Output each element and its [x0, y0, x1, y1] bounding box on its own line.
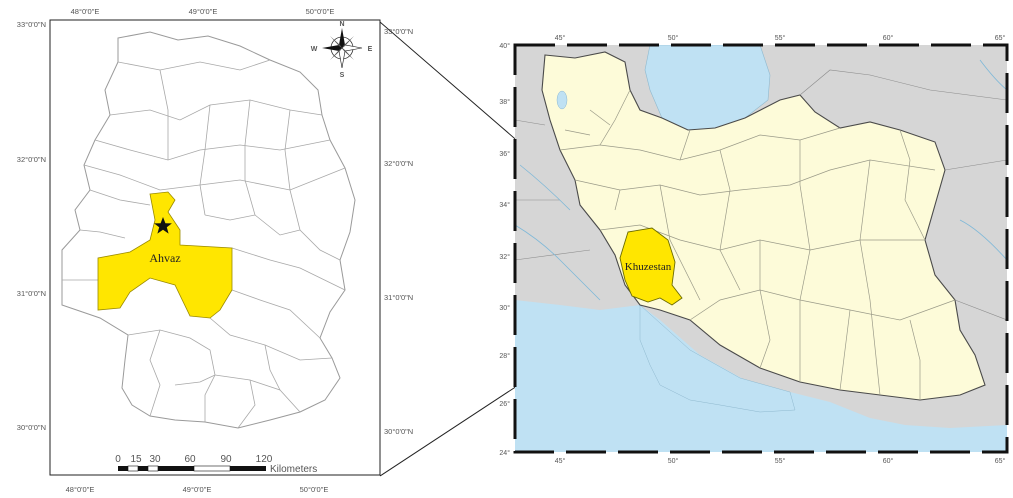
scale-bar: 0 15 30 60 90 120 Kilometers	[115, 454, 317, 475]
iran-left-lat-28: 28°	[499, 352, 510, 360]
khuzestan-region	[619, 227, 683, 306]
iran-left-lat-26: 26°	[499, 400, 510, 408]
scale-tick-90: 90	[220, 454, 232, 465]
compass-east-label: E	[368, 46, 373, 53]
ahvaz-region	[97, 191, 233, 319]
iran-land	[541, 51, 986, 401]
right-lat-label-32: 32°0'0"N	[384, 159, 413, 168]
iran-top-lon-55: 55°	[775, 34, 786, 42]
khuzestan-label: Khuzestan	[625, 261, 672, 273]
compass-rose-icon: N S E W	[311, 21, 373, 79]
gulf-inner-water	[639, 304, 796, 413]
scale-tick-60: 60	[184, 454, 196, 465]
county-boundaries	[62, 59, 346, 429]
right-lat-label-30: 30°0'0"N	[384, 427, 413, 436]
right-map-coordinates: 45° 50° 55° 60° 65° 45° 50° 55° 60° 65° …	[499, 34, 1005, 465]
iran-bottom-lon-65: 65°	[995, 457, 1006, 465]
rivers	[515, 59, 1007, 301]
khuzestan-outline	[61, 31, 356, 429]
iran-map-panel: Khuzestan 45° 50° 55° 60° 65° 45° 50° 55…	[499, 34, 1009, 465]
scale-tick-30: 30	[149, 454, 161, 465]
iran-left-lat-24: 24°	[499, 449, 510, 457]
bottom-lon-label-50: 50°0'0"E	[300, 485, 329, 494]
compass-north-label: N	[339, 21, 344, 28]
iran-bottom-lon-50: 50°	[668, 457, 679, 465]
top-lon-label-49: 49°0'0"E	[189, 7, 218, 16]
iran-province-boundaries	[559, 89, 956, 400]
persian-gulf	[515, 300, 1007, 452]
iran-left-lat-36: 36°	[499, 150, 510, 158]
bottom-lon-label-48: 48°0'0"E	[66, 485, 95, 494]
iran-top-lon-50: 50°	[668, 34, 679, 42]
left-lat-label-30: 30°0'0"N	[17, 423, 46, 432]
scale-tick-15: 15	[130, 454, 142, 465]
iran-bottom-lon-55: 55°	[775, 457, 786, 465]
ahvaz-label: Ahvaz	[149, 251, 180, 265]
iran-top-lon-60: 60°	[883, 34, 894, 42]
right-lat-label-31: 31°0'0"N	[384, 293, 413, 302]
left-lat-label-32: 32°0'0"N	[17, 155, 46, 164]
ahvaz-star-marker	[154, 217, 172, 234]
scale-unit-label: Kilometers	[270, 464, 317, 475]
right-lat-label-33: 33°0'0"N	[384, 27, 413, 36]
iran-left-lat-40: 40°	[499, 42, 510, 50]
iran-left-lat-38: 38°	[499, 98, 510, 106]
iran-top-lon-45: 45°	[555, 34, 566, 42]
left-map-coordinates: 48°0'0"E 49°0'0"E 50°0'0"E 48°0'0"E 49°0…	[17, 7, 413, 494]
iran-bottom-lon-60: 60°	[883, 457, 894, 465]
iran-left-lat-30: 30°	[499, 304, 510, 312]
neighbor-borders	[515, 69, 1007, 321]
khuzestan-map-panel: Ahvaz N S E W 0 15	[17, 7, 413, 494]
top-lon-label-48: 48°0'0"E	[71, 7, 100, 16]
iran-top-lon-65: 65°	[995, 34, 1006, 42]
left-lat-label-31: 31°0'0"N	[17, 289, 46, 298]
top-lon-label-50: 50°0'0"E	[306, 7, 335, 16]
scale-tick-0: 0	[115, 454, 121, 465]
iran-left-lat-32: 32°	[499, 253, 510, 261]
scale-tick-120: 120	[256, 454, 273, 465]
compass-south-label: S	[340, 72, 345, 79]
lake-urmia	[556, 90, 568, 110]
iran-bottom-lon-45: 45°	[555, 457, 566, 465]
iran-map-frame	[513, 43, 1009, 454]
compass-west-label: W	[311, 46, 318, 53]
iran-left-lat-34: 34°	[499, 201, 510, 209]
bottom-lon-label-49: 49°0'0"E	[183, 485, 212, 494]
left-lat-label-33: 33°0'0"N	[17, 20, 46, 29]
